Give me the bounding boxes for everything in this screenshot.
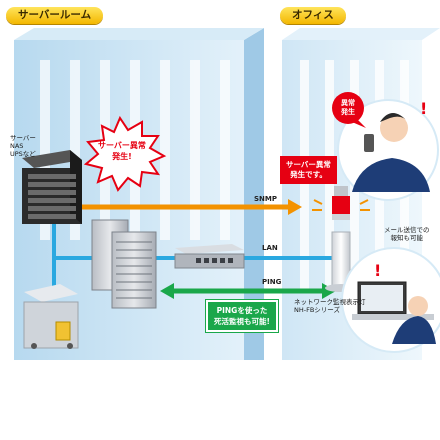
nas-tower-icon [91,219,157,309]
desk-worker-illustration: ! [341,247,440,353]
signal-tower-light-icon [312,186,370,292]
ping-label: PING [262,278,282,286]
phone-alert-text: 異常 発生 [341,99,355,116]
server-alert-burst [83,115,167,192]
network-switch-icon [174,244,245,269]
phone-user-illustration [337,99,439,201]
office-title-tag: オフィス [280,7,346,24]
server-alert-text: サーバー異常 発生! [98,141,146,161]
ping-arrow [160,283,336,299]
server-room-title-tag: サーバールーム [6,7,104,24]
lan-label: LAN [262,244,278,252]
server-rack-icon [22,150,82,224]
svg-text:!: ! [374,261,381,280]
svg-text:!: ! [420,99,427,118]
server-devices-label: サーバー NAS UPSなど [10,134,36,158]
product-label: ネットワーク監視表示灯 NH-FBシリーズ [294,298,366,314]
mail-note: メール送信での 報知も可能 [384,226,430,242]
ups-icon [23,284,79,349]
snmp-arrow [82,199,302,215]
phone-alert-bubble [332,92,366,128]
snmp-label: SNMP [254,195,277,203]
ping-note-box: PINGを使った 死活監視も可能! [206,300,278,332]
alarm-callout: サーバー異常 発生です。 [280,156,337,184]
